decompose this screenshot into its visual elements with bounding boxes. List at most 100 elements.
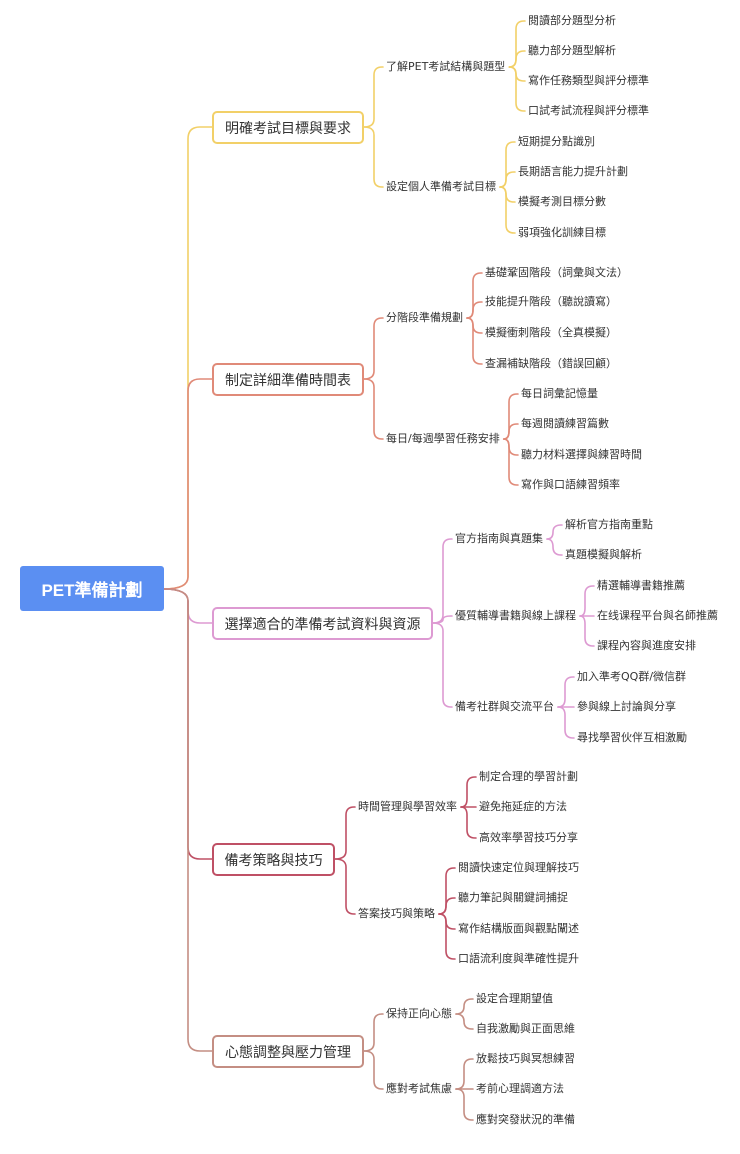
leaf-node[interactable]: 聽力部分題型解析 [528, 44, 616, 57]
leaf-node[interactable]: 閱讀部分題型分析 [528, 14, 616, 27]
subtopic-link-2-1-2 [579, 615, 595, 647]
subtopic-link-4-0-1 [455, 1013, 474, 1030]
subtopic-link-0-0-2 [508, 66, 526, 82]
subtopic-link-0-1-0 [499, 141, 516, 188]
subtopic-node[interactable]: 應對考試焦慮 [386, 1082, 452, 1095]
subtopic-node[interactable]: 優質輔導書籍與線上課程 [455, 609, 576, 622]
leaf-node[interactable]: 考前心理調適方法 [476, 1082, 564, 1095]
subtopic-link-0-1-1 [499, 171, 516, 188]
subtopic-link-4-1-0 [455, 1058, 474, 1090]
leaf-node[interactable]: 查漏補缺階段（錯誤回顧） [485, 357, 617, 370]
root-link-4 [163, 588, 213, 1052]
subtopic-link-1-1-2 [502, 438, 519, 456]
leaf-node[interactable]: 寫作結構版面與觀點闡述 [458, 922, 579, 935]
leaf-node[interactable]: 每日詞彙記憶量 [521, 387, 598, 400]
topic-node[interactable]: 明確考試目標與要求 [212, 111, 364, 144]
subtopic-link-1-0-3 [466, 317, 483, 365]
topic-link-2-1 [432, 615, 453, 624]
subtopic-link-2-0-0 [546, 524, 563, 540]
subtopic-link-4-1-2 [455, 1088, 474, 1121]
subtopic-link-3-1-3 [438, 913, 456, 960]
root-node[interactable]: PET準備計劃 [20, 566, 164, 611]
subtopic-node[interactable]: 分階段準備規劃 [386, 311, 463, 324]
topic-node[interactable]: 備考策略與技巧 [212, 843, 335, 876]
topic-link-3-1 [334, 858, 356, 915]
leaf-node[interactable]: 課程內容與進度安排 [597, 639, 696, 652]
subtopic-node[interactable]: 每日/每週學習任務安排 [386, 432, 500, 445]
subtopic-link-1-1-3 [502, 438, 519, 486]
subtopic-link-0-0-3 [508, 66, 526, 112]
leaf-node[interactable]: 聽力材料選擇與練習時間 [521, 448, 642, 461]
subtopic-node[interactable]: 時間管理與學習效率 [358, 800, 457, 813]
subtopic-link-1-0-0 [466, 272, 483, 319]
topic-link-3-0 [334, 806, 356, 860]
leaf-node[interactable]: 寫作與口語練習頻率 [521, 478, 620, 491]
subtopic-link-2-1-0 [579, 585, 595, 617]
topic-link-1-0 [363, 317, 384, 380]
leaf-node[interactable]: 每週閱讀練習篇數 [521, 417, 609, 430]
leaf-node[interactable]: 參與線上討論與分享 [577, 700, 676, 713]
leaf-node[interactable]: 尋找學習伙伴互相激勵 [577, 731, 687, 744]
leaf-node[interactable]: 閱讀快速定位與理解技巧 [458, 861, 579, 874]
topic-link-4-0 [363, 1013, 384, 1052]
subtopic-link-2-2-2 [557, 706, 575, 739]
subtopic-link-3-0-0 [460, 776, 477, 808]
subtopic-link-0-1-2 [499, 186, 516, 203]
leaf-node[interactable]: 避免拖延症的方法 [479, 800, 567, 813]
topic-node[interactable]: 制定詳細準備時間表 [212, 363, 364, 396]
subtopic-link-3-1-1 [438, 897, 456, 915]
leaf-node[interactable]: 真題模擬與解析 [565, 548, 642, 561]
topic-link-4-1 [363, 1050, 384, 1090]
topic-node[interactable]: 心態調整與壓力管理 [212, 1035, 364, 1068]
leaf-node[interactable]: 模擬衝刺階段（全真模擬） [485, 326, 617, 339]
subtopic-node[interactable]: 官方指南與真題集 [455, 532, 543, 545]
subtopic-node[interactable]: 答案技巧與策略 [358, 907, 435, 920]
subtopic-link-0-0-1 [508, 50, 526, 68]
subtopic-link-0-1-3 [499, 186, 516, 234]
leaf-node[interactable]: 口語流利度與準確性提升 [458, 952, 579, 965]
subtopic-link-3-1-2 [438, 913, 456, 930]
leaf-node[interactable]: 在线课程平台與名師推薦 [597, 609, 718, 622]
subtopic-link-2-0-1 [546, 538, 563, 556]
topic-link-1-1 [363, 378, 384, 440]
leaf-node[interactable]: 制定合理的學習計劃 [479, 770, 578, 783]
leaf-node[interactable]: 弱項強化訓練目標 [518, 226, 606, 239]
topic-link-2-2 [432, 622, 453, 708]
leaf-node[interactable]: 應對突發狀況的準備 [476, 1113, 575, 1126]
subtopic-node[interactable]: 了解PET考試結構與題型 [386, 60, 506, 73]
topic-node[interactable]: 選擇適合的準備考試資料與資源 [212, 607, 433, 640]
leaf-node[interactable]: 精選輔導書籍推薦 [597, 579, 685, 592]
subtopic-node[interactable]: 備考社群與交流平台 [455, 700, 554, 713]
subtopic-link-0-0-0 [508, 20, 526, 68]
subtopic-link-4-0-0 [455, 998, 474, 1015]
subtopic-link-3-1-0 [438, 867, 456, 915]
topic-link-0-0 [363, 66, 384, 128]
subtopic-link-3-0-2 [460, 806, 477, 839]
subtopic-node[interactable]: 保持正向心態 [386, 1007, 452, 1020]
leaf-node[interactable]: 長期語言能力提升計劃 [518, 165, 628, 178]
topic-link-0-1 [363, 126, 384, 188]
leaf-node[interactable]: 放鬆技巧與冥想練習 [476, 1052, 575, 1065]
topic-link-2-0 [432, 538, 453, 624]
leaf-node[interactable]: 聽力筆記與關鍵詞捕捉 [458, 891, 568, 904]
subtopic-node[interactable]: 設定個人準備考試目標 [386, 180, 496, 193]
leaf-node[interactable]: 模擬考測目標分數 [518, 195, 606, 208]
root-link-1 [163, 378, 213, 590]
subtopic-link-1-1-0 [502, 393, 519, 440]
leaf-node[interactable]: 自我激勵與正面思維 [476, 1022, 575, 1035]
leaf-node[interactable]: 高效率學習技巧分享 [479, 831, 578, 844]
leaf-node[interactable]: 設定合理期望值 [476, 992, 553, 1005]
leaf-node[interactable]: 加入準考QQ群/微信群 [577, 670, 687, 683]
leaf-node[interactable]: 解析官方指南重點 [565, 518, 653, 531]
subtopic-link-1-1-1 [502, 423, 519, 440]
leaf-node[interactable]: 短期提分點識別 [518, 135, 595, 148]
leaf-node[interactable]: 口試考試流程與評分標準 [528, 104, 649, 117]
leaf-node[interactable]: 寫作任務類型與評分標準 [528, 74, 649, 87]
subtopic-link-2-2-0 [557, 676, 575, 708]
subtopic-link-1-0-2 [466, 317, 483, 334]
subtopic-link-1-0-1 [466, 301, 483, 319]
leaf-node[interactable]: 技能提升階段（聽說讀寫） [485, 295, 617, 308]
leaf-node[interactable]: 基礎鞏固階段（詞彙與文法） [485, 266, 628, 279]
